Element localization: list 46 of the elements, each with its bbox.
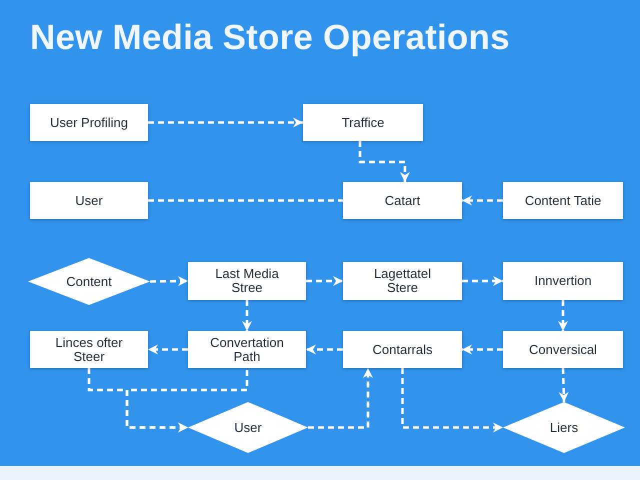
box-label: Content Tatie [524,194,602,208]
box-label: Innvertion [534,274,592,288]
decision-diamond [28,258,150,305]
box-label: User Profiling [50,116,128,130]
process-box [343,262,462,300]
box-label: Contarrals [372,342,432,356]
arrow [126,368,248,432]
arrow [150,276,188,286]
process-box [30,182,148,219]
process-box [503,262,623,300]
box-label: Lagettatel Stere [372,267,432,295]
arrow [308,368,373,429]
process-box [30,331,148,368]
decision-diamond [188,402,308,453]
decision-label: Content [66,274,112,288]
box-label: Linces ofter Steer [54,336,124,364]
arrow [558,368,569,402]
box-label: Last Media Stree [214,267,280,295]
process-box [188,262,306,300]
process-box [30,104,148,141]
process-box [503,182,623,219]
diagram-title: New Media Store Operations [30,18,510,58]
arrow [148,118,303,128]
arrow [306,276,343,286]
arrow [148,344,188,354]
box-label: Traffice [342,116,384,130]
process-box [343,182,462,219]
decision-diamond [503,402,625,453]
process-box [343,331,462,368]
box-label: Conversical [529,342,597,356]
decision-label: User [234,420,262,434]
box-label: Catart [384,194,420,208]
box-label: Convertation Path [209,336,285,364]
process-box [188,331,306,368]
arrow [462,276,503,286]
arrow [462,344,503,354]
process-box [303,104,423,141]
arrow [306,344,343,354]
arrow [358,141,410,182]
arrow [242,300,252,331]
arrow [401,368,503,432]
process-box [503,331,623,368]
box-label: User [75,194,103,208]
arrow [462,196,503,206]
decision-label: Liers [550,420,578,434]
arrow [558,300,568,331]
